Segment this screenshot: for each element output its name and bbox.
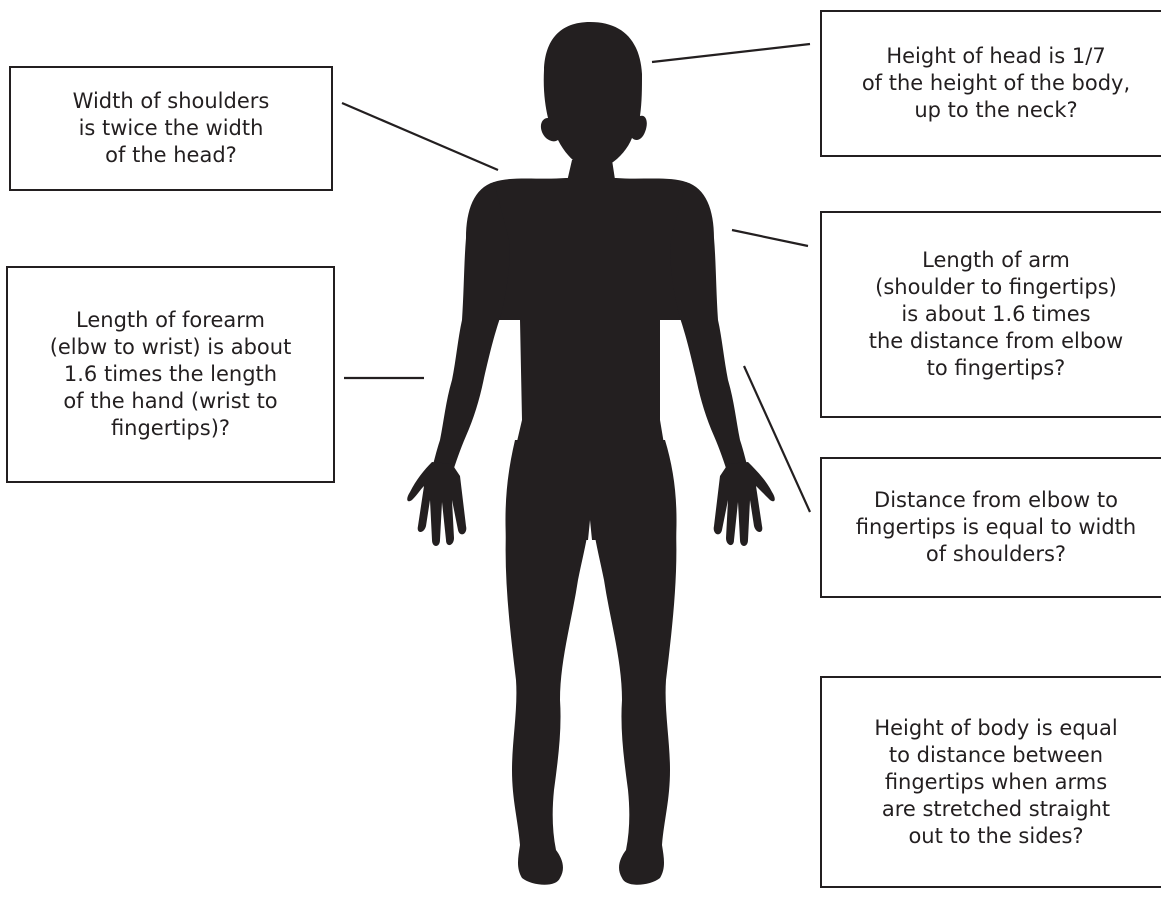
- leader-line-arm: [732, 230, 808, 246]
- callout-arm-length: Length of arm (shoulder to fingertips) i…: [820, 211, 1161, 418]
- callout-forearm-length: Length of forearm (elbw to wrist) is abo…: [6, 266, 335, 483]
- callout-head-height-text: Height of head is 1/7 of the height of t…: [862, 43, 1130, 124]
- silhouette-head: [541, 22, 647, 182]
- leader-line-shoulders: [342, 103, 498, 170]
- callout-head-height: Height of head is 1/7 of the height of t…: [820, 10, 1161, 157]
- callout-body-height-text: Height of body is equal to distance betw…: [874, 715, 1117, 850]
- silhouette-right-leg: [594, 530, 676, 885]
- human-silhouette: [407, 22, 775, 885]
- callout-elbow-to-fingertips-text: Distance from elbow to fingertips is equ…: [856, 487, 1136, 568]
- silhouette-pelvis: [505, 440, 676, 540]
- silhouette-right-hand: [714, 462, 775, 546]
- callout-shoulder-width: Width of shoulders is twice the width of…: [9, 66, 333, 191]
- silhouette-left-arm: [432, 182, 510, 474]
- silhouette-left-hand: [407, 462, 466, 546]
- silhouette-torso: [468, 178, 712, 450]
- leader-line-head: [652, 44, 810, 62]
- callout-elbow-to-fingertips: Distance from elbow to fingertips is equ…: [820, 457, 1161, 598]
- callout-arm-length-text: Length of arm (shoulder to fingertips) i…: [869, 247, 1123, 382]
- callout-body-height: Height of body is equal to distance betw…: [820, 676, 1161, 888]
- callout-shoulder-width-text: Width of shoulders is twice the width of…: [73, 88, 270, 169]
- silhouette-left-leg: [506, 530, 588, 885]
- callout-forearm-length-text: Length of forearm (elbw to wrist) is abo…: [50, 307, 292, 442]
- silhouette-right-arm: [670, 182, 748, 474]
